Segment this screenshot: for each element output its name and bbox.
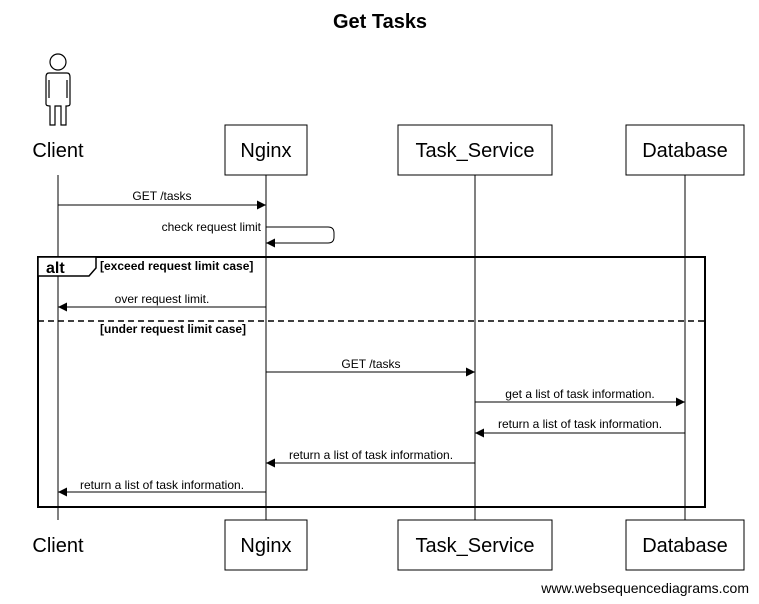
person-icon <box>45 53 71 126</box>
participant-client-bottom: Client <box>32 535 84 557</box>
message-label: return a list of task information. <box>80 478 244 492</box>
participant-task-service-bottom: Task_Service <box>397 519 553 571</box>
participant-database-bottom: Database <box>625 519 745 571</box>
participant-label-database-top: Database <box>642 140 728 162</box>
message-label: return a list of task information. <box>498 417 662 431</box>
participant-nginx-bottom: Nginx <box>224 519 308 571</box>
message-label: return a list of task information. <box>289 448 453 462</box>
message-label: get a list of task information. <box>505 387 654 401</box>
message-over-request-limit: over request limit. <box>58 292 266 312</box>
message-return-task-service-nginx: return a list of task information. <box>266 448 475 468</box>
message-get-tasks-nginx-task-service: GET /tasks <box>266 357 475 377</box>
message-label: over request limit. <box>115 292 210 306</box>
participant-label-nginx-top: Nginx <box>240 140 291 162</box>
actor-client-top: Client <box>32 53 84 162</box>
alt-fragment: alt [exceed request limit case] [under r… <box>37 256 706 508</box>
participant-database-top: Database <box>625 124 745 176</box>
fragment-condition-exceed: [exceed request limit case] <box>100 259 253 273</box>
participant-label-task-service-top: Task_Service <box>416 140 535 162</box>
watermark: www.websequencediagrams.com <box>540 580 749 596</box>
message-return-nginx-client: return a list of task information. <box>58 478 266 497</box>
participant-label-client-top: Client <box>32 140 84 162</box>
message-return-db-task-service: return a list of task information. <box>475 417 685 438</box>
message-get-task-list: get a list of task information. <box>475 387 685 407</box>
participant-label-database-bottom: Database <box>642 535 728 557</box>
diagram-title: Get Tasks <box>333 11 427 33</box>
fragment-condition-under: [under request limit case] <box>100 322 246 336</box>
fragment-operator-tab <box>37 256 97 277</box>
participant-task-service-top: Task_Service <box>397 124 553 176</box>
lifelines <box>57 175 686 520</box>
participant-nginx-top: Nginx <box>224 124 308 176</box>
message-get-tasks-client-nginx: GET /tasks <box>58 189 266 210</box>
participant-label-client-bottom: Client <box>32 535 84 557</box>
message-check-request-limit: check request limit <box>162 220 335 248</box>
fragment-operator: alt <box>46 260 65 277</box>
participant-label-nginx-bottom: Nginx <box>240 535 291 557</box>
message-label: GET /tasks <box>341 357 400 371</box>
participant-label-task-service-bottom: Task_Service <box>416 535 535 557</box>
message-label: GET /tasks <box>132 189 191 203</box>
message-label: check request limit <box>162 220 262 234</box>
